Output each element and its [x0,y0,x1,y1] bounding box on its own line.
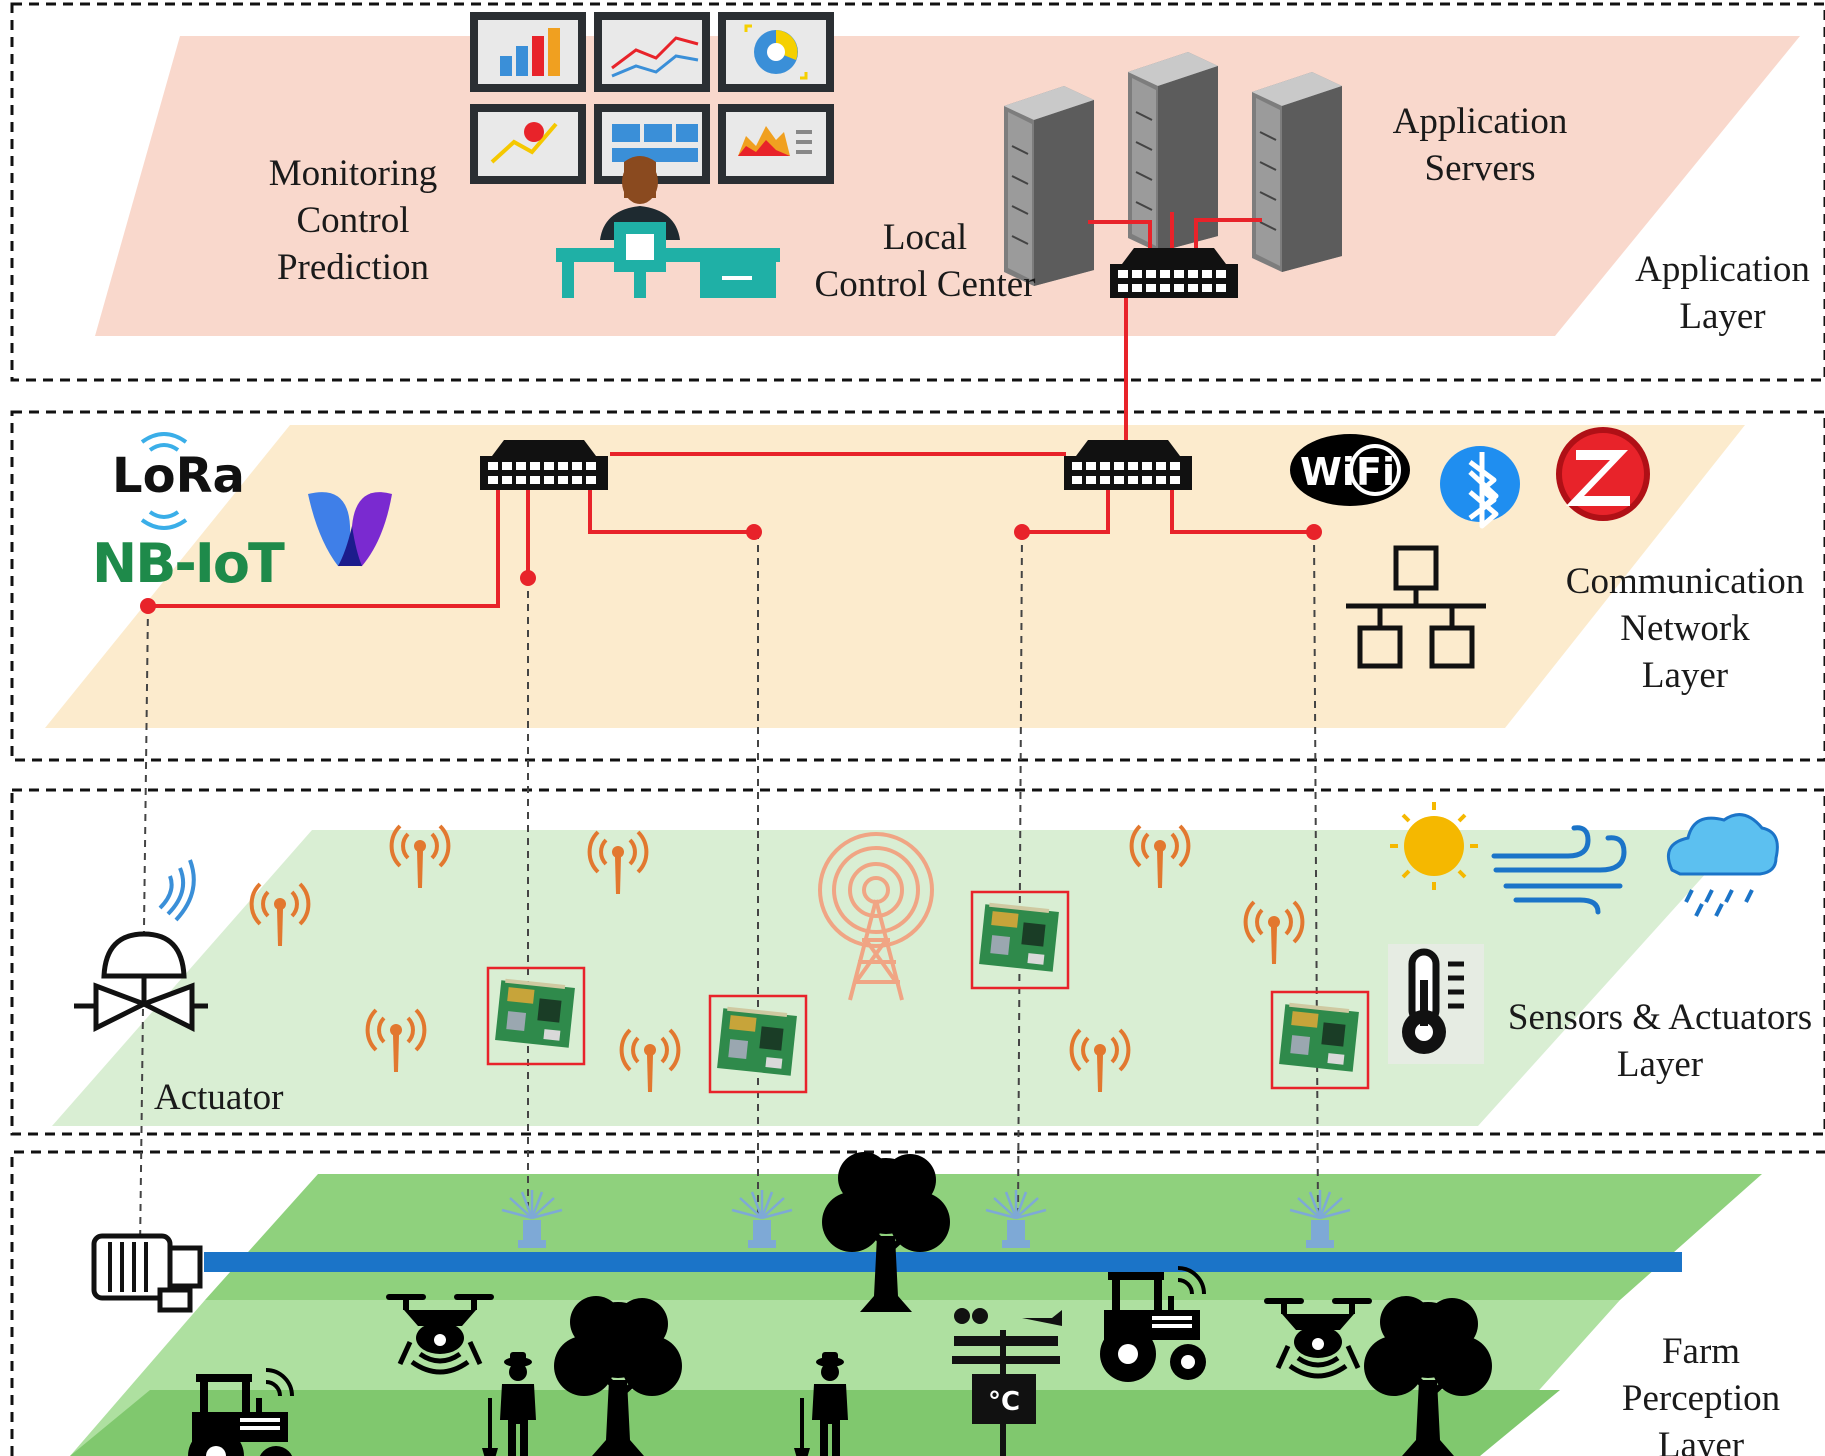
label-line: Monitoring [268,153,438,194]
sensors-actuators-layer-label: Sensors & Actuators Layer [1500,994,1820,1088]
label-line: Layer [1616,1044,1704,1085]
actuator-valve-icon [74,859,208,1033]
endpoint-sensor-3 [1014,524,1030,540]
link-branch-3 [588,488,752,534]
weather-station-icon: °C [952,1308,1062,1456]
farm-perception-layer-label: Farm Perception Layer [1596,1328,1806,1456]
irrigation-pipe [204,1252,1682,1272]
label-line: Application [1392,101,1568,142]
label-line: Network [1620,608,1750,649]
link-branch-5 [1170,488,1314,534]
area-chart-icon [738,126,812,156]
operator-desk-icon [556,156,780,298]
sun-icon [1390,802,1478,890]
bluetooth-icon [1440,446,1520,529]
sensors-layer-frame [10,788,1825,1136]
label-line: Farm [1661,1331,1741,1372]
comm-switch-right-icon [1064,440,1192,490]
link-branch-4 [1022,488,1110,534]
link-sensor-4-vertical [1313,531,1319,1216]
comm-switch-left-icon [480,440,608,490]
lora-signal-icon [140,432,188,530]
bar-chart-icon [500,28,560,76]
label-line: Layer [1679,296,1766,337]
link-actuator-vertical [139,605,149,1251]
communication-layer-frame [10,410,1825,762]
endpoint-sensor-1 [520,570,536,586]
zigbee-icon [1556,427,1650,521]
network-topology-icon [1346,545,1486,669]
monitoring-control-prediction-label: Monitoring Control Prediction [248,150,458,291]
communication-layer [10,410,1825,762]
application-switch-icon [1110,248,1238,298]
endpoint-sensor-2 [746,524,762,540]
sigfox-icon [308,492,392,567]
label-line: Control Center [814,264,1036,305]
label-line: Servers [1424,148,1536,189]
label-line: Communication [1565,561,1805,602]
application-servers-label: Application Servers [1370,98,1590,192]
application-layer-frame [10,2,1825,382]
monitor-line-chart [594,12,710,92]
vertical-links [139,531,1319,1251]
label-line: Layer [1641,655,1729,696]
label-line: Layer [1657,1425,1745,1456]
label-line: Local [882,217,968,258]
lora-logo: LoRa [112,448,245,504]
farm-layer-plane-top [205,1174,1762,1300]
line-chart-icon [611,36,699,78]
nbiot-logo: NB-IoT [92,532,285,595]
rain-cloud-icon [1667,813,1779,917]
wind-icon [1491,825,1627,915]
trend-chart-icon [490,122,558,164]
label-line: Application [1635,249,1810,290]
label-line: Control [296,200,410,241]
actuator-label: Actuator [154,1077,284,1118]
label-line: Prediction [276,247,430,288]
monitor-wall [470,12,834,184]
farm-layer-plane-bottom [70,1390,1560,1456]
svg-text:°C: °C [988,1387,1020,1417]
pie-chart-icon [744,24,808,80]
application-layer-label: Application Layer [1620,246,1825,340]
local-control-center-label: Local Control Center [790,214,1060,308]
server-3-icon [1251,71,1343,273]
label-line: Sensors & Actuators [1507,997,1813,1038]
radio-tower-icon [818,832,934,1001]
endpoint-actuator [140,598,156,614]
weather-icons [1390,802,1779,917]
wifi-icon [1290,434,1410,506]
wifi-logo-fi: Fi [1356,450,1395,494]
link-lora-branch [148,488,500,608]
thermometer-icon [1388,944,1484,1064]
label-line: Perception [1621,1378,1781,1419]
communication-layer-label: Communication Network Layer [1560,558,1810,699]
monitor-trend-chart [470,104,586,184]
pump-icon [91,1233,203,1313]
endpoint-sensor-4 [1306,524,1322,540]
link-sensor-3-vertical [1017,531,1023,1216]
link-endpoints [140,524,1322,614]
wifi-logo-wi: Wi [1300,450,1355,494]
